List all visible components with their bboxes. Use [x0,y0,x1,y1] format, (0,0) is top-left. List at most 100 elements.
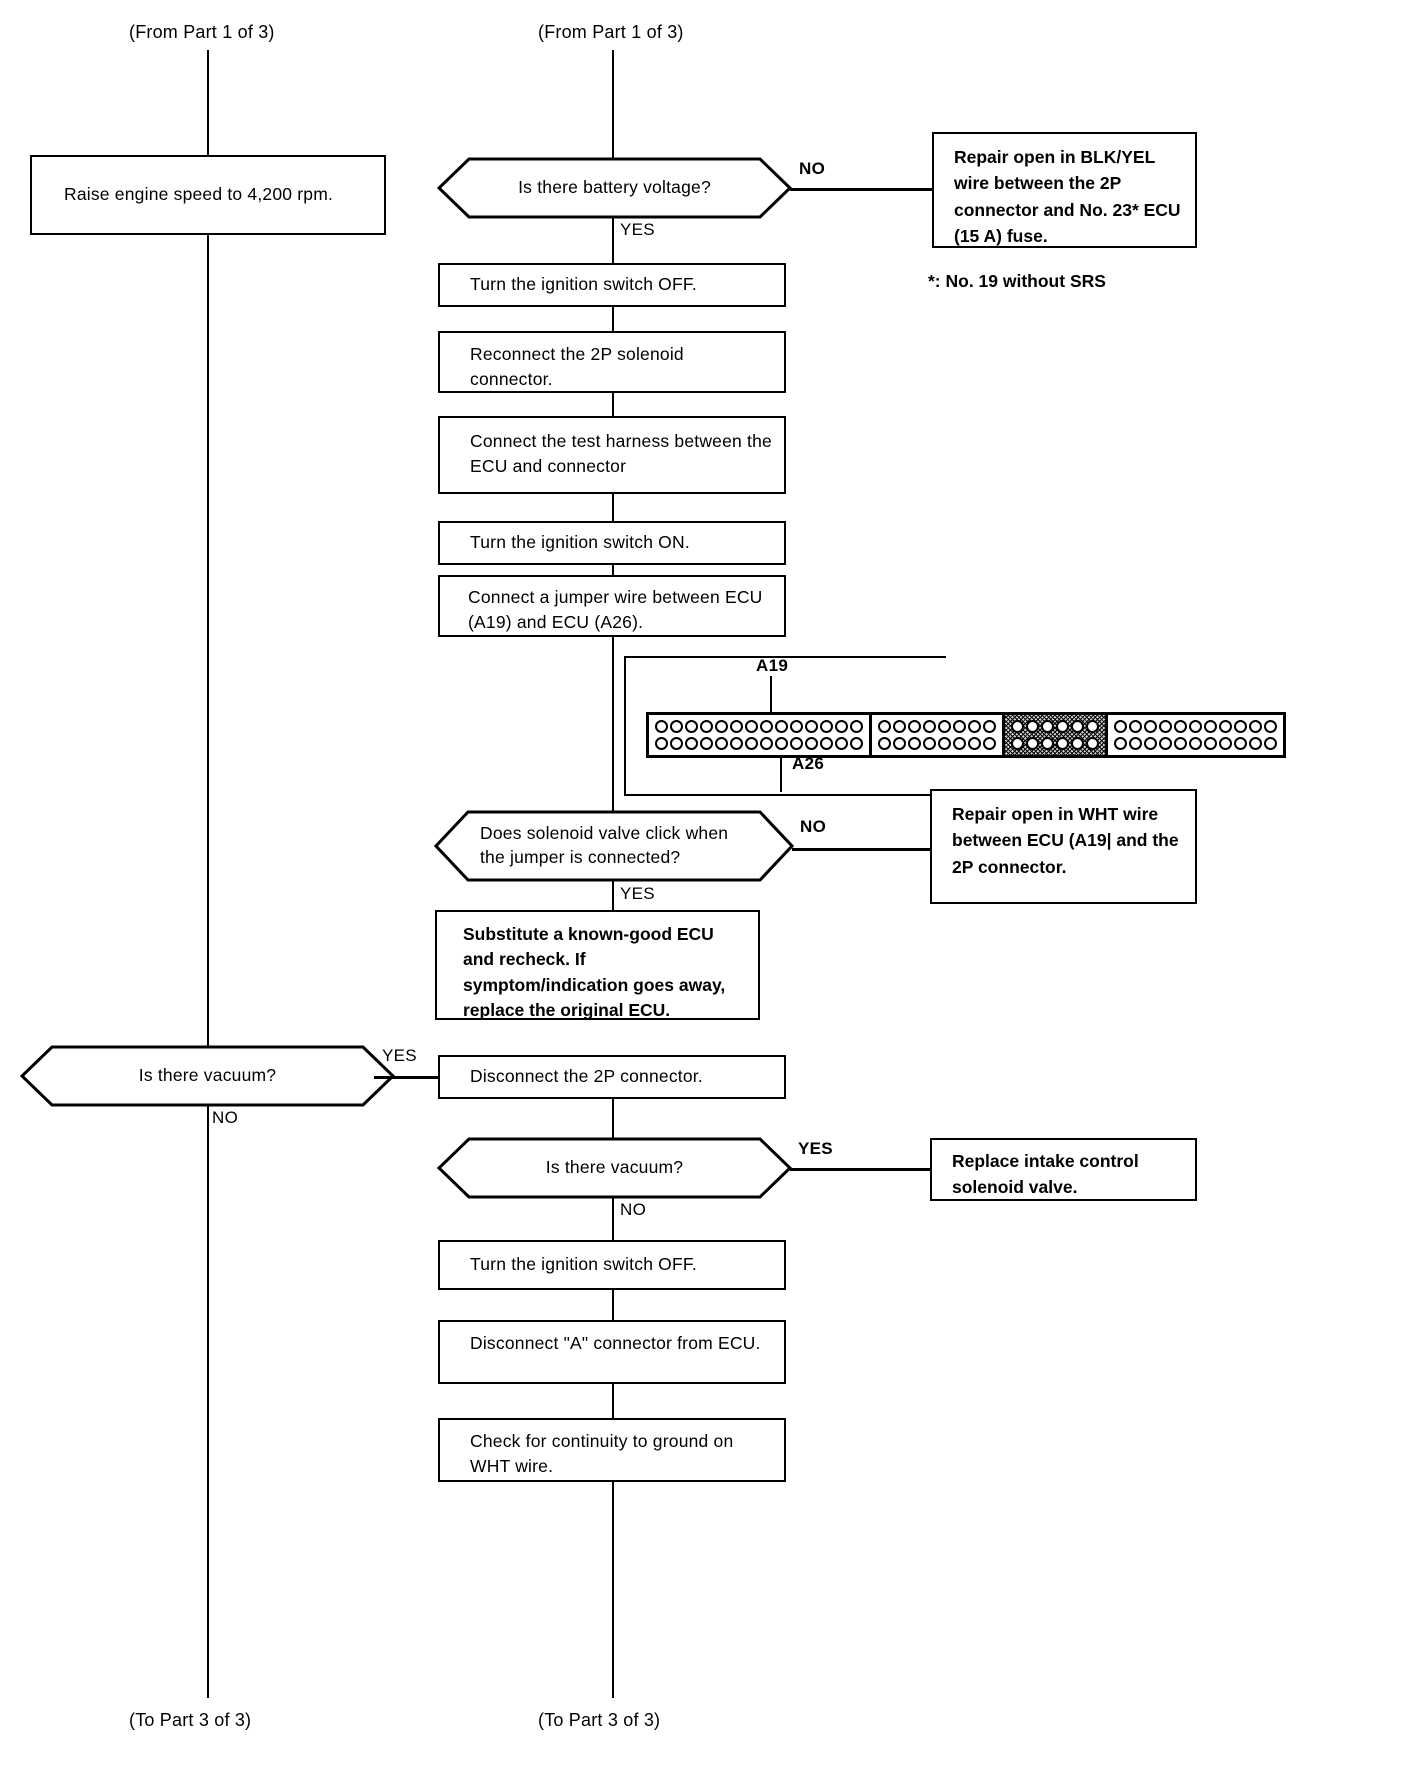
connector-after-jumper [612,636,614,813]
connector-pin [1189,720,1202,733]
connector-pin [1071,720,1084,733]
connector-pin-row [1114,737,1277,750]
connector-solenoid-no [792,848,932,851]
connector-pin [1011,737,1024,750]
label-yes-solenoid-click: YES [620,884,655,903]
connector-pin [790,720,803,733]
box-reconnect-2p-text: Reconnect the 2P solenoid connector. [470,344,684,390]
connector-pin [1041,720,1054,733]
connector-pin [953,720,966,733]
connector-pin [1026,720,1039,733]
connector-pin [850,737,863,750]
connector-pin [1129,737,1142,750]
connector-pin [760,737,773,750]
connector-left-vacuum-yes [374,1076,438,1079]
box-repair-wht-text: Repair open in WHT wire between ECU (A19… [952,804,1179,877]
connector-pin-row [655,737,863,750]
box-substitute-ecu: Substitute a known-good ECU and recheck.… [435,910,760,1020]
connector-pin [1249,737,1262,750]
connector-pin-row [1011,737,1099,750]
hexagon-shape-left-vacuum [20,1045,395,1107]
connector-pin [1264,737,1277,750]
box-connect-harness: Connect the test harness between the ECU… [438,416,786,494]
from-part-1-left-label: (From Part 1 of 3) [129,22,275,42]
connector-pin [908,720,921,733]
connector-pin [1234,720,1247,733]
box-ignition-off-2-text: Turn the ignition switch OFF. [470,1254,697,1275]
box-disconnect-a-connector: Disconnect "A" connector from ECU. [438,1320,786,1384]
connector-pin [983,737,996,750]
box-disconnect-2p: Disconnect the 2P connector. [438,1055,786,1099]
connector-pin [820,737,833,750]
connector-after-harness [612,493,614,522]
connector-pin [893,737,906,750]
box-ignition-off-1: Turn the ignition switch OFF. [438,263,786,307]
connector-pin [655,737,668,750]
connector-pin [923,737,936,750]
label-yes-battery: YES [620,220,655,239]
decision-is-there-vacuum-left: Is there vacuum? [20,1045,395,1107]
connector-pin [745,720,758,733]
connector-pin [1071,737,1084,750]
connector-segment-0 [649,715,872,755]
connector-pin [878,737,891,750]
box-ignition-on: Turn the ignition switch ON. [438,521,786,565]
connector-pin [1234,737,1247,750]
box-ignition-off-2: Turn the ignition switch OFF. [438,1240,786,1290]
connector-pin [835,737,848,750]
decision-is-there-vacuum-left-text: Is there vacuum? [138,1065,277,1086]
connector-pin [923,720,936,733]
connector-solenoid-yes [612,881,614,911]
connector-pin [908,737,921,750]
connector-pin [1174,720,1187,733]
connector-pin [850,720,863,733]
connector-pin [760,720,773,733]
connector-main-bottom [612,1481,614,1698]
connector-pin [1159,737,1172,750]
connector-pin [1086,720,1099,733]
hexagon-shape-main-vacuum [437,1137,792,1199]
connector-pin [893,720,906,733]
connector-pin [953,737,966,750]
connector-after-disconnect-2p [612,1098,614,1141]
hexagon-shape-battery [437,157,792,219]
box-reconnect-2p: Reconnect the 2P solenoid connector. [438,331,786,393]
connector-pin [1159,720,1172,733]
connector-pin [1204,720,1217,733]
connector-pin-rows [646,712,1286,758]
connector-pin [730,720,743,733]
box-disconnect-a-connector-text: Disconnect "A" connector from ECU. [470,1333,761,1353]
connector-pin [878,720,891,733]
box-ignition-off-1-text: Turn the ignition switch OFF. [470,274,697,295]
connector-pin [1174,737,1187,750]
box-raise-engine-speed: Raise engine speed to 4,200 rpm. [30,155,386,235]
connector-pin [715,737,728,750]
box-check-continuity: Check for continuity to ground on WHT wi… [438,1418,786,1482]
connector-main-vacuum-yes [790,1168,932,1171]
connector-pin [1264,720,1277,733]
connector-segment-1 [872,715,1005,755]
connector-pin [715,720,728,733]
connector-after-ign-on [612,564,614,576]
connector-pin [1144,737,1157,750]
decision-solenoid-click-text: Does solenoid valve click when the jumpe… [480,823,729,867]
connector-pin [1189,737,1202,750]
box-replace-solenoid-text: Replace intake control solenoid valve. [952,1151,1139,1198]
decision-is-there-vacuum-main: Is there vacuum? [437,1137,792,1199]
decision-solenoid-click: Does solenoid valve click when the jumpe… [434,810,794,882]
label-yes-main-vacuum: YES [798,1139,833,1158]
box-repair-wht: Repair open in WHT wire between ECU (A19… [930,789,1197,904]
connector-segment-2 [1005,715,1108,755]
label-no-main-vacuum: NO [620,1200,647,1219]
connector-pin [670,737,683,750]
label-yes-left-vacuum: YES [382,1046,417,1065]
connector-pin [968,737,981,750]
connector-pin [835,720,848,733]
connector-pin [1114,720,1127,733]
connector-main-top [612,50,614,160]
connector-pin [1144,720,1157,733]
ecu-connector-diagram: A19 A26 [622,650,1286,796]
connector-pin [938,737,951,750]
connector-pin [1056,737,1069,750]
